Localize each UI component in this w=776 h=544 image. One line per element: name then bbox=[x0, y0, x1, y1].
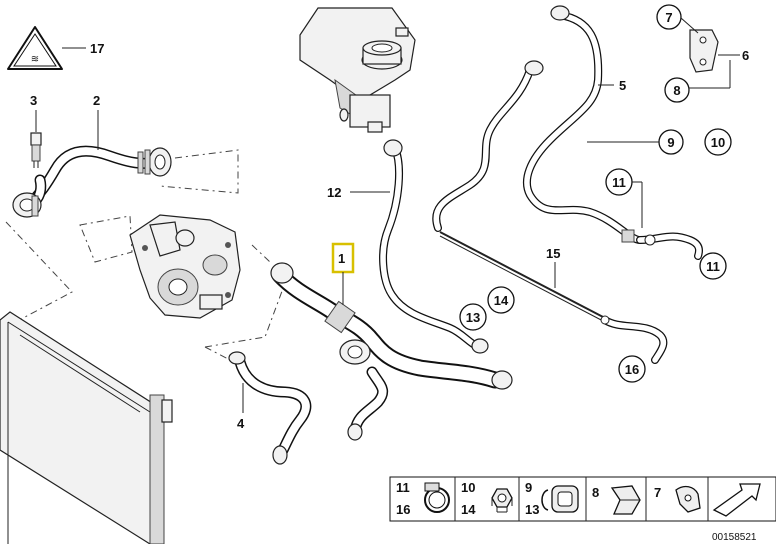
part-label-4: 4 bbox=[237, 416, 245, 431]
part-label-7: 7 bbox=[665, 10, 672, 25]
water-pump bbox=[129, 214, 241, 319]
part-label-6: 6 bbox=[742, 48, 749, 63]
part-callout-13: 13 bbox=[459, 303, 487, 331]
bracket-part-6: 6 bbox=[689, 29, 749, 73]
warning-label-part-17: ≋ 17 bbox=[7, 26, 104, 70]
part-label-11-lower: 11 bbox=[706, 259, 720, 274]
hose-clamp-icon bbox=[424, 482, 450, 513]
part-label-2: 2 bbox=[93, 93, 100, 108]
coolant-hose-right bbox=[621, 229, 703, 260]
part-label-15: 15 bbox=[546, 246, 560, 261]
expansion-tank bbox=[299, 7, 416, 133]
part-label-13: 13 bbox=[466, 310, 480, 325]
legend-label-14: 14 bbox=[461, 502, 476, 517]
part-label-16: 16 bbox=[625, 362, 639, 377]
part-label-5: 5 bbox=[619, 78, 626, 93]
diagram-reference-code: 00158521 bbox=[712, 532, 757, 543]
part-label-17: 17 bbox=[90, 41, 104, 56]
parts-legend: 11 16 10 14 9 13 8 bbox=[389, 476, 776, 522]
coolant-hose-part-4: 4 bbox=[228, 351, 312, 465]
legend-label-7: 7 bbox=[654, 485, 661, 500]
part-label-1: 1 bbox=[338, 251, 345, 266]
part-callout-16: 16 bbox=[618, 355, 646, 383]
legend-label-8: 8 bbox=[592, 485, 599, 500]
holder-clip-icon bbox=[675, 485, 701, 513]
legend-label-13: 13 bbox=[525, 502, 539, 517]
legend-label-9: 9 bbox=[525, 480, 532, 495]
spring-clamp-icon bbox=[541, 485, 579, 513]
temperature-sensor-part-3: 3 bbox=[30, 93, 42, 168]
part-callout-11-upper: 11 bbox=[605, 168, 643, 228]
part-label-9: 9 bbox=[667, 135, 674, 150]
clip-icon bbox=[610, 485, 641, 515]
part-callout-9: 9 bbox=[587, 129, 684, 155]
coolant-pipe-part-15: 15 bbox=[439, 231, 668, 364]
part-label-12: 12 bbox=[327, 185, 341, 200]
legend-label-10: 10 bbox=[461, 480, 475, 495]
hex-nut-icon bbox=[491, 488, 513, 513]
part-callout-14: 14 bbox=[487, 286, 515, 314]
part-callout-11-lower: 11 bbox=[699, 252, 727, 280]
coolant-hose-part-12: 12 bbox=[327, 139, 489, 354]
legend-label-16: 16 bbox=[396, 502, 410, 517]
part-label-3: 3 bbox=[30, 93, 37, 108]
part-label-8: 8 bbox=[673, 83, 680, 98]
info-arrow-icon bbox=[712, 483, 761, 517]
legend-label-11: 11 bbox=[396, 480, 410, 495]
part-callout-8: 8 bbox=[664, 60, 731, 103]
part-label-11-upper: 11 bbox=[612, 175, 626, 190]
part-label-10: 10 bbox=[711, 135, 725, 150]
coolant-hose-part-2: 2 bbox=[12, 93, 172, 218]
part-callout-10: 10 bbox=[704, 128, 732, 156]
radiator bbox=[0, 311, 173, 544]
part-label-14: 14 bbox=[494, 293, 509, 308]
coolant-hose-part-1: 1 bbox=[270, 242, 513, 441]
part-callout-7: 7 bbox=[656, 4, 699, 34]
coolant-hose-part-5: 5 bbox=[432, 5, 644, 244]
warning-symbol-glyph: ≋ bbox=[31, 54, 39, 65]
